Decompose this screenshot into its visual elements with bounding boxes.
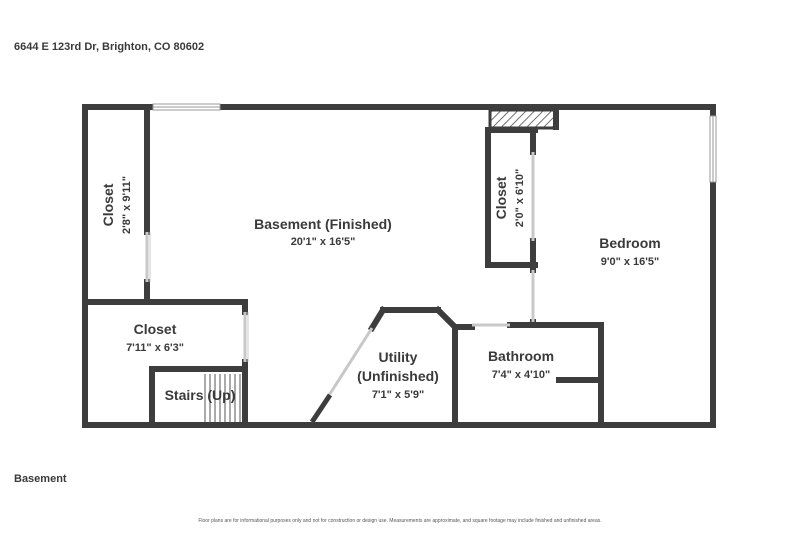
- lower-closet-name: Closet: [134, 321, 177, 337]
- property-address: 6644 E 123rd Dr, Brighton, CO 80602: [14, 41, 205, 53]
- walls: [82, 104, 716, 428]
- basement-room-dims: 20'1" x 16'5": [291, 236, 356, 248]
- windows: [152, 103, 717, 183]
- center-closet-name: Closet: [493, 176, 509, 219]
- utility-dims: 7'1" x 5'9": [372, 389, 424, 401]
- lower-closet-dims: 7'11" x 6'3": [126, 342, 184, 354]
- bedroom-dims: 9'0" x 16'5": [601, 256, 659, 268]
- stair-treads: [204, 374, 241, 422]
- center-closet-dims: 2'0" x 6'10": [514, 169, 526, 227]
- hatched-block: [488, 108, 558, 130]
- stairs-name: Stairs (Up): [165, 387, 236, 403]
- floor-label: Basement: [14, 473, 67, 485]
- utility-name-line2: (Unfinished): [357, 368, 439, 384]
- utility-door-jamb-lower: [309, 393, 333, 424]
- left-closet-name: Closet: [100, 183, 116, 226]
- utility-name-line1: Utility: [379, 349, 418, 365]
- left-closet-dims: 2'8" x 9'11": [121, 176, 133, 234]
- disclaimer: Floor plans are for informational purpos…: [198, 518, 602, 524]
- utility-door-jamb: [367, 305, 388, 333]
- basement-room-name: Basement (Finished): [254, 216, 392, 232]
- openings: [145, 152, 535, 362]
- bathroom-dims: 7'4" x 4'10": [492, 369, 550, 381]
- bedroom-name: Bedroom: [599, 235, 660, 251]
- bathroom-name: Bathroom: [488, 348, 554, 364]
